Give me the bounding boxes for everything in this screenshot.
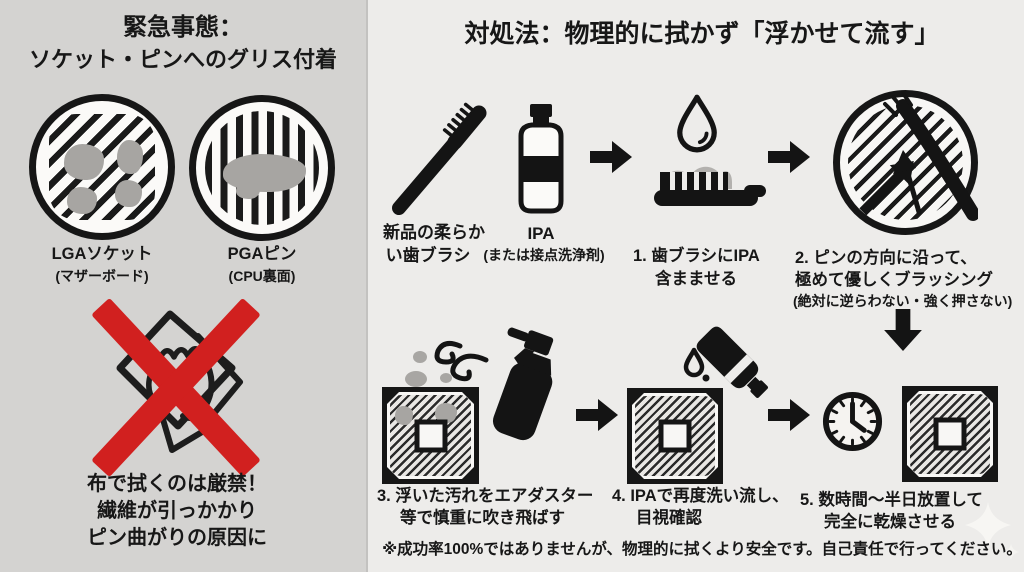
arrow-down-icon <box>884 309 922 351</box>
toothbrush-icon <box>392 102 487 215</box>
ipa-label: IPA <box>527 224 555 243</box>
air-duster-icon <box>492 327 554 441</box>
brushing-arrows <box>859 91 978 221</box>
grease-blob <box>236 182 260 199</box>
grease-blob <box>395 406 413 425</box>
left-title-line1: 緊急事態： <box>123 14 243 41</box>
no-wipe-icon <box>85 297 267 480</box>
brushing-direction-icon <box>833 90 978 235</box>
arrow-right-icon <box>768 399 810 431</box>
pga-pins-icon <box>189 95 335 241</box>
sparkle-icon <box>965 502 1011 548</box>
step3-line1: 3. 浮いた汚れをエアダスター <box>377 487 594 505</box>
disclaimer-footer: ※成功率100%ではありませんが、物理的に拭くより安全です。自己責任で行ってくだ… <box>382 541 1022 558</box>
lga-label: LGAソケット <box>51 245 153 263</box>
lga-sublabel: (マザーボード) <box>55 268 149 284</box>
arrow-right-icon <box>576 399 618 431</box>
grease-blob <box>67 187 97 214</box>
step2-line1: 2. ピンの方向に沿って、 <box>795 249 977 267</box>
step2-line2: 極めて優しくブラッシング <box>795 271 993 289</box>
cpu-socket-icon <box>382 387 479 484</box>
grease-blob <box>64 144 104 180</box>
dust-blow-icon <box>405 340 489 387</box>
step5-line2: 完全に乾燥させる <box>824 513 956 531</box>
left-title-line2: ソケット・ピンへのグリス付着 <box>28 47 337 72</box>
cpu-socket-icon <box>902 386 998 482</box>
step1-line2: 含まませる <box>655 270 738 288</box>
right-title: 対処法：物理的に拭かず「浮かせて流す」 <box>464 20 940 48</box>
step4-line1: 4. IPAで再度洗い流し、 <box>612 487 789 505</box>
pga-sublabel: (CPU裏面) <box>228 268 296 284</box>
sparkle-icon <box>1002 543 1020 561</box>
arrow-right-icon <box>768 141 810 173</box>
ipa-bottle-icon <box>518 104 564 214</box>
warning-line2: 繊維が引っかかり <box>97 500 257 522</box>
ipa-sublabel: (または接点洗浄剤) <box>483 247 605 263</box>
pouring-bottle-icon <box>683 326 768 398</box>
water-drop-icon <box>677 94 717 153</box>
emergency-panel: 緊急事態： ソケット・ピンへのグリス付着 LGAソケット (マザーボード) PG… <box>0 0 368 572</box>
socket-hole <box>933 417 967 451</box>
brush-with-ipa-icon <box>654 166 766 206</box>
toothbrush-label-line1: 新品の柔らか <box>383 223 485 242</box>
pga-label: PGAピン <box>227 245 297 263</box>
grease-blob <box>223 154 306 192</box>
step5-line1: 5. 数時間〜半日放置して <box>800 491 983 509</box>
toothbrush-label-line2: い歯ブラシ <box>385 246 471 265</box>
grease-blob <box>117 140 143 174</box>
grease-blob <box>435 403 457 423</box>
step3-line2: 等で慎重に吹き飛ばす <box>400 509 565 527</box>
cpu-socket-icon <box>627 388 723 484</box>
step2-note: (絶対に逆らわない・強く押さない) <box>793 293 1013 309</box>
clock-icon <box>822 391 883 452</box>
grease-blob <box>115 180 142 207</box>
socket-hole <box>414 419 447 452</box>
warning-line1: 布で拭くのは厳禁！ <box>87 473 267 495</box>
socket-hole <box>658 419 692 453</box>
arrow-right-icon <box>590 141 632 173</box>
step1-line1: 1. 歯ブラシにIPA <box>633 247 760 265</box>
warning-line3: ピン曲がりの原因に <box>87 527 267 549</box>
lga-socket-icon <box>29 94 175 240</box>
step4-line2: 目視確認 <box>636 509 702 527</box>
